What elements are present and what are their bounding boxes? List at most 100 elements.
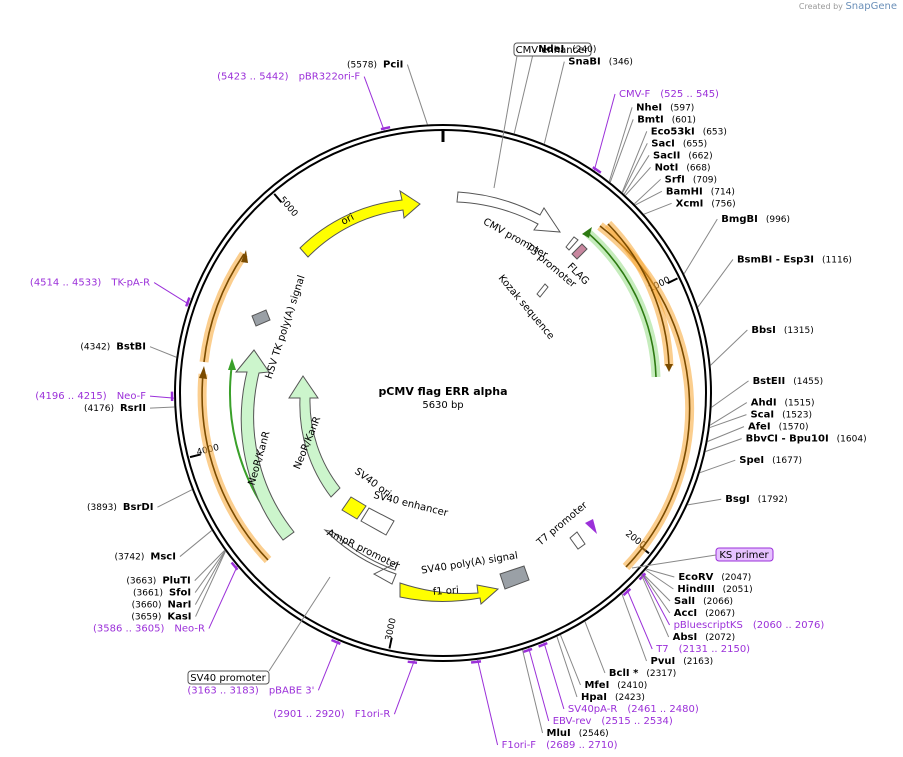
site-leader — [194, 549, 226, 581]
site-name: AfeI — [748, 422, 771, 433]
primer[interactable]: TK-pA-R(4514 .. 4533) — [30, 278, 150, 289]
primer-name: EBV-rev — [553, 716, 592, 727]
site-position: (2072) — [705, 633, 735, 643]
restriction-site[interactable]: BsmBI - Esp3I(1116) — [737, 254, 852, 265]
restriction-site[interactable]: BbsI(1315) — [751, 325, 813, 336]
site-position: (1792) — [758, 495, 788, 505]
primer-range: (2689 .. 2710) — [546, 740, 618, 751]
primer-leader — [393, 660, 415, 715]
restriction-site[interactable]: BstBI(4342) — [80, 342, 146, 353]
restriction-site[interactable]: EcoRV(2047) — [678, 572, 751, 583]
site-name: AbsI — [673, 632, 698, 643]
restriction-site[interactable]: RsrII(4176) — [84, 403, 146, 414]
sv40-ori-feature[interactable] — [341, 496, 367, 520]
site-leader — [699, 459, 736, 474]
neor-kanr-feature[interactable] — [234, 349, 295, 541]
primer[interactable]: Neo-R(3586 .. 3605) — [93, 624, 205, 635]
primer[interactable]: CMV-F(525 .. 545) — [619, 89, 719, 100]
t3-promoter-feature[interactable] — [565, 236, 579, 251]
t7-promoter-feature[interactable] — [569, 531, 586, 550]
restriction-site[interactable]: HindIII(2051) — [677, 584, 752, 595]
restriction-site[interactable]: SacII(662) — [653, 150, 713, 161]
site-name: MfeI — [584, 680, 609, 691]
restriction-site[interactable]: KasI(3659) — [131, 612, 191, 623]
primer[interactable]: F1ori-F(2689 .. 2710) — [502, 740, 618, 751]
restriction-site[interactable]: SrfI(709) — [665, 174, 717, 185]
restriction-site[interactable]: AbsI (2072) — [673, 632, 736, 643]
site-name: BsgI — [725, 494, 749, 505]
primer[interactable]: pBluescriptKS(2060 .. 2076) — [674, 620, 825, 631]
primer[interactable]: T7(2131 .. 2150) — [655, 644, 750, 655]
primer-labels: CMV-F(525 .. 545) pBluescriptKS(2060 .. 2… — [30, 72, 824, 751]
snapgene-logo: SnapGene — [845, 1, 897, 12]
restriction-site[interactable]: MscI(3742) — [114, 552, 176, 563]
restriction-site[interactable]: BmtI(601) — [637, 114, 696, 125]
restriction-site[interactable]: SalI(2066) — [674, 596, 733, 607]
restriction-site[interactable]: NotI(668) — [655, 162, 711, 173]
restriction-site[interactable]: PciI(5578) — [347, 60, 403, 71]
site-position: (240) — [572, 45, 596, 55]
hsv-tk-polya-feature[interactable] — [251, 309, 271, 327]
primer[interactable]: EBV-rev(2515 .. 2534) — [553, 716, 673, 727]
restriction-site[interactable]: PluTI(3663) — [126, 576, 190, 587]
site-position: (2317) — [646, 669, 676, 679]
ampr-promoter-feature[interactable] — [323, 529, 399, 585]
kozak-feature[interactable] — [536, 283, 549, 298]
site-name: BsrDI — [123, 502, 154, 513]
restriction-site[interactable]: BsgI (1792) — [725, 494, 787, 505]
restriction-site[interactable]: BclI *(2317) — [609, 668, 676, 679]
restriction-site[interactable]: BstEII(1455) — [753, 376, 824, 387]
err-orf-line-2 — [607, 223, 670, 367]
cmv-enhancer-box[interactable]: CMV enhancer — [513, 42, 592, 57]
primer[interactable]: pBR322ori-F(5423 .. 5442) — [217, 72, 360, 83]
cmv-promoter-feature[interactable] — [456, 191, 561, 233]
primer-leader — [149, 395, 175, 399]
site-leader — [709, 414, 747, 429]
restriction-site[interactable]: SpeI(1677) — [739, 455, 802, 466]
sv40-polya-feature[interactable] — [499, 565, 530, 590]
left-orf-arrowhead-2 — [199, 366, 207, 379]
flag-feature[interactable] — [571, 243, 588, 260]
primer[interactable]: pBABE 3'(3163 .. 3183) — [187, 685, 314, 696]
kozak-label: Kozak sequence — [496, 273, 556, 342]
ks-primer-leader — [631, 554, 717, 569]
site-name: HpaI — [581, 692, 607, 703]
neor-kanr-inner-feature[interactable] — [288, 375, 341, 498]
restriction-site[interactable]: SfoI(3661) — [133, 588, 191, 599]
primer[interactable]: F1ori-R(2901 .. 2920) — [273, 709, 390, 720]
primer-mark — [230, 561, 239, 571]
tick-mark — [273, 193, 283, 203]
restriction-site[interactable]: ScaI(1523) — [750, 410, 812, 421]
restriction-site[interactable]: XcmI(756) — [676, 198, 736, 209]
restriction-site[interactable]: BbvCI - Bpu10I(1604) — [746, 434, 867, 445]
ks-primer-box[interactable]: KS primer — [715, 547, 774, 562]
restriction-site[interactable]: BmgBI(996) — [721, 214, 790, 225]
restriction-site[interactable]: BsrDI(3893) — [87, 502, 153, 513]
site-name: SacII — [653, 150, 680, 161]
sv40-enhancer-feature[interactable] — [360, 507, 395, 536]
f1-ori-feature[interactable] — [399, 582, 500, 605]
restriction-site[interactable]: MfeI(2410) — [584, 680, 647, 691]
restriction-site[interactable]: AfeI(1570) — [748, 422, 809, 433]
restriction-site[interactable]: PvuI(2163) — [651, 656, 714, 667]
ori-feature[interactable] — [299, 189, 421, 258]
backbone-outer-strand — [174, 124, 712, 662]
label-leader-lines — [149, 49, 749, 746]
restriction-site[interactable]: Eco53kI(653) — [651, 126, 727, 137]
primer[interactable]: Neo-F(4196 .. 4215) — [35, 391, 146, 402]
t7-promoter-marker — [585, 519, 597, 534]
restriction-site[interactable]: SacI(655) — [651, 138, 707, 149]
tick-mark — [189, 453, 201, 459]
restriction-site[interactable]: NarI(3660) — [132, 600, 192, 611]
primer[interactable]: SV40pA-R(2461 .. 2480) — [568, 704, 699, 715]
restriction-site[interactable]: HpaI(2423) — [581, 692, 645, 703]
restriction-site[interactable]: AccI(2067) — [674, 608, 735, 619]
restriction-site[interactable]: NdeI(240) — [538, 44, 596, 55]
restriction-site[interactable]: NheI(597) — [636, 102, 694, 113]
sv40-promoter-box[interactable]: SV40 promoter — [187, 670, 270, 685]
restriction-site[interactable]: SnaBI(346) — [568, 57, 633, 68]
restriction-site[interactable]: AhdI(1515) — [751, 398, 815, 409]
restriction-site[interactable]: MluI(2546) — [547, 728, 609, 739]
site-leader — [640, 574, 670, 638]
restriction-site[interactable]: BamHI(714) — [666, 186, 735, 197]
